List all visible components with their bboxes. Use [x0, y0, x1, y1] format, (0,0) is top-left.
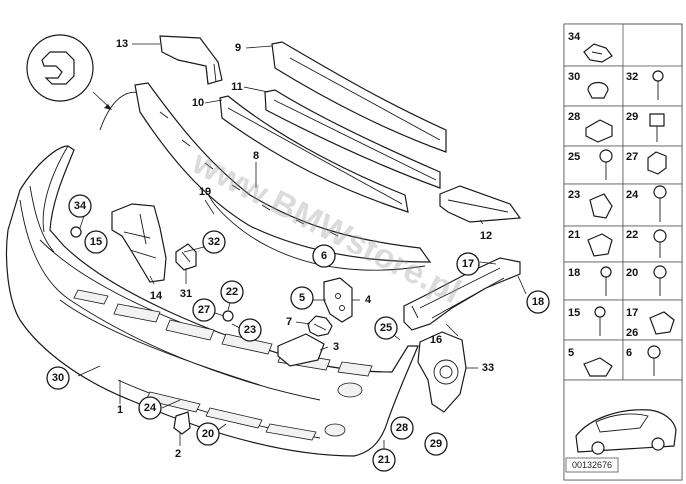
side-label-25: 25: [568, 151, 580, 163]
label-11: 11: [231, 81, 243, 93]
bumper-cover: [5, 145, 419, 457]
side-bracket-14: [111, 203, 167, 283]
callout-6: 6: [312, 244, 336, 268]
callout-34: 34: [68, 194, 92, 218]
label-33: 33: [482, 362, 494, 374]
svg-text:24: 24: [144, 402, 157, 414]
side-label-34: 34: [568, 31, 581, 43]
side-label-21: 21: [568, 229, 580, 241]
svg-text:28: 28: [396, 422, 408, 434]
svg-text:25: 25: [380, 322, 392, 334]
svg-text:32: 32: [208, 236, 220, 248]
label-8: 8: [253, 150, 259, 162]
callout-32: 32: [202, 230, 226, 254]
svg-text:21: 21: [378, 454, 390, 466]
callout-24: 24: [138, 396, 162, 420]
bracket-16: [403, 257, 521, 331]
svg-text:22: 22: [226, 286, 238, 298]
label-13: 13: [116, 38, 128, 50]
side-label-22: 22: [626, 229, 638, 241]
side-label-5: 5: [568, 347, 574, 359]
side-label-32: 32: [626, 71, 638, 83]
callout-29: 29: [424, 432, 448, 456]
label-10: 10: [192, 97, 204, 109]
small-parts-sketches: [575, 43, 677, 455]
svg-text:20: 20: [202, 428, 214, 440]
svg-text:18: 18: [532, 296, 544, 308]
circled-callouts: 34 15 32 6 22 27 23 5 17 18 25 30 24 20 …: [46, 194, 550, 472]
bracket-4: [323, 277, 353, 323]
label-16: 16: [430, 334, 442, 346]
svg-text:27: 27: [198, 304, 210, 316]
callout-23: 23: [238, 318, 262, 342]
plain-labels: 13 9 10 11 8 19 12 4 7 3 14 31 16 33 1 2: [116, 38, 494, 460]
side-label-24: 24: [626, 189, 639, 201]
svg-text:15: 15: [90, 236, 102, 248]
svg-text:34: 34: [74, 200, 87, 212]
callout-15: 15: [84, 230, 108, 254]
clip-2: [173, 411, 191, 435]
leader-lines: [77, 43, 527, 452]
svg-text:17: 17: [462, 258, 474, 270]
svg-text:5: 5: [299, 292, 305, 304]
callout-20: 20: [196, 422, 220, 446]
label-7: 7: [286, 316, 292, 328]
side-label-18: 18: [568, 267, 580, 279]
label-2: 2: [175, 448, 181, 460]
svg-text:6: 6: [321, 250, 327, 262]
svg-text:30: 30: [52, 372, 64, 384]
svg-text:23: 23: [244, 324, 256, 336]
callout-5: 5: [290, 286, 314, 310]
label-14: 14: [150, 290, 163, 302]
upper-carrier: [134, 82, 432, 263]
side-label-15: 15: [568, 307, 580, 319]
callout-30: 30: [46, 366, 70, 390]
side-label-29: 29: [626, 111, 638, 123]
tow-hook-cover-3: [277, 333, 325, 367]
callout-21: 21: [372, 448, 396, 472]
small-parts-panel: [563, 23, 683, 481]
callout-27: 27: [192, 298, 216, 322]
label-31: 31: [180, 288, 192, 300]
callout-28: 28: [390, 416, 414, 440]
svg-text:29: 29: [430, 438, 442, 450]
clip-34-part: [70, 226, 82, 238]
side-label-27: 27: [626, 151, 638, 163]
detail-inset: [26, 34, 112, 110]
side-label-6: 6: [626, 347, 632, 359]
air-duct-33: [417, 331, 467, 413]
callout-17: 17: [456, 252, 480, 276]
label-4: 4: [365, 294, 372, 306]
label-3: 3: [333, 341, 339, 353]
label-12: 12: [480, 230, 492, 242]
clip-7: [307, 315, 333, 337]
clip-22-part: [222, 310, 234, 322]
label-19: 19: [199, 186, 211, 198]
label-1: 1: [117, 404, 123, 416]
diagram-code: 00132676: [572, 460, 612, 470]
label-9: 9: [235, 42, 241, 54]
side-label-17: 17: [626, 307, 638, 319]
side-label-30: 30: [568, 71, 580, 83]
callout-25: 25: [374, 316, 398, 340]
bracket-13: [159, 35, 223, 85]
side-label-23: 23: [568, 189, 580, 201]
callout-22: 22: [220, 280, 244, 304]
bracket-12: [439, 185, 522, 223]
small-parts-labels: 34 30 32 28 29 25 27 23 24 21 22 18 20 1…: [568, 31, 639, 359]
side-label-20: 20: [626, 267, 638, 279]
side-label-28: 28: [568, 111, 580, 123]
callout-18: 18: [526, 290, 550, 314]
trim-strip-9: [271, 41, 447, 153]
trim-strip-10: [219, 95, 409, 213]
side-label-26: 26: [626, 327, 638, 339]
